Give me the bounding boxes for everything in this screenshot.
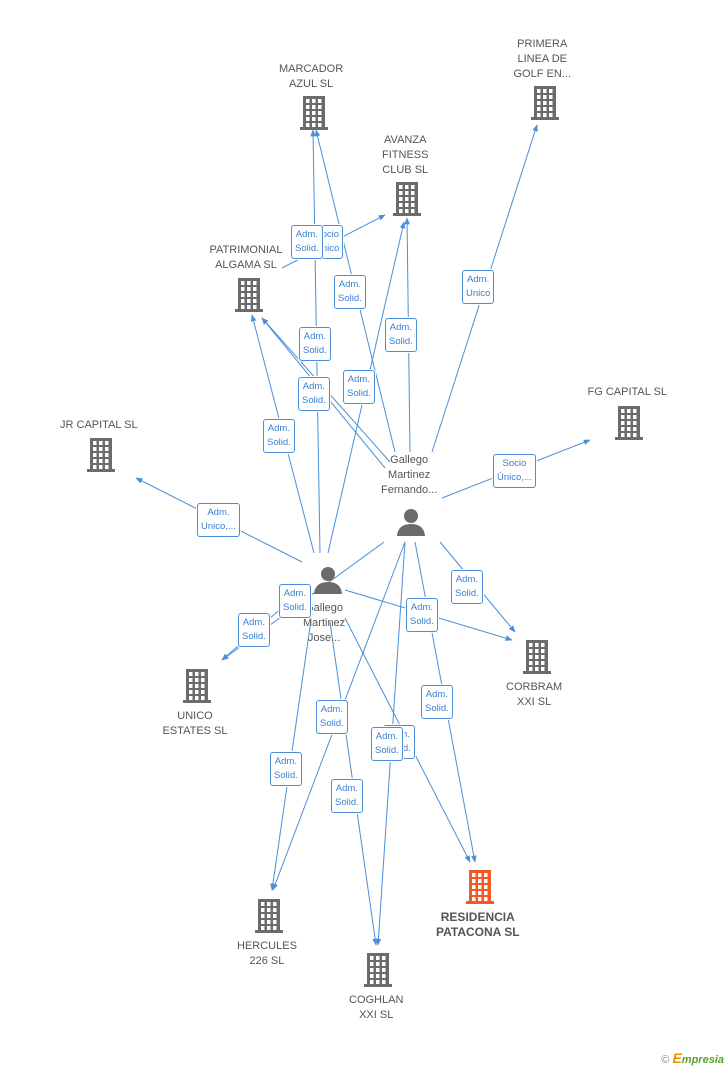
- marcador-azul-node[interactable]: [300, 96, 328, 130]
- copyright-symbol: ©: [661, 1054, 670, 1066]
- relation-label[interactable]: Adm.Solid.: [385, 318, 417, 352]
- person-fernando-node[interactable]: [397, 509, 425, 536]
- relation-label[interactable]: Adm.Solid.: [279, 584, 311, 618]
- fg-capital-node[interactable]: [615, 406, 643, 440]
- relation-label[interactable]: Adm.Solid.: [263, 419, 295, 453]
- jr-capital-node[interactable]: [87, 438, 115, 472]
- residencia-patacona-node[interactable]: [466, 870, 494, 904]
- primera-linea-node[interactable]: [531, 86, 559, 120]
- jrcapital-label: JR CAPITAL SL: [60, 419, 138, 431]
- relation-label[interactable]: Adm.Solid.: [270, 752, 302, 786]
- relation-label[interactable]: Adm.Solid.: [331, 779, 363, 813]
- relation-label[interactable]: Adm.Solid.: [334, 275, 366, 309]
- relation-label[interactable]: Adm.Solid.: [421, 685, 453, 719]
- relation-label[interactable]: Adm.Solid.: [406, 598, 438, 632]
- relation-label[interactable]: Adm.Solid.: [291, 225, 323, 259]
- hercules-node[interactable]: [255, 899, 283, 933]
- person-jose-node[interactable]: [314, 567, 342, 594]
- fgcapital-label: FG CAPITAL SL: [587, 386, 667, 398]
- patrimonial-algama-node[interactable]: [235, 278, 263, 312]
- unico-estates-node[interactable]: [183, 669, 211, 703]
- corbram-node[interactable]: [523, 640, 551, 674]
- relation-label[interactable]: Adm.Solid.: [316, 700, 348, 734]
- relation-label[interactable]: Adm.Solid.: [451, 570, 483, 604]
- empresia-logo[interactable]: Empresia: [672, 1050, 724, 1066]
- avanza-fitness-node[interactable]: [393, 182, 421, 216]
- relation-label[interactable]: Adm.Solid.: [299, 327, 331, 361]
- relation-label[interactable]: Adm.Solid.: [371, 727, 403, 761]
- relation-label[interactable]: Adm.Unico,...: [197, 503, 240, 537]
- relation-label[interactable]: Adm.Solid.: [298, 377, 330, 411]
- empresia-footer: © Empresia: [661, 1050, 724, 1066]
- relation-label[interactable]: Adm.Solid.: [238, 613, 270, 647]
- relation-label[interactable]: Adm.Unico: [462, 270, 495, 304]
- relation-label[interactable]: Adm.Solid.: [343, 370, 375, 404]
- coghlan-node[interactable]: [364, 953, 392, 987]
